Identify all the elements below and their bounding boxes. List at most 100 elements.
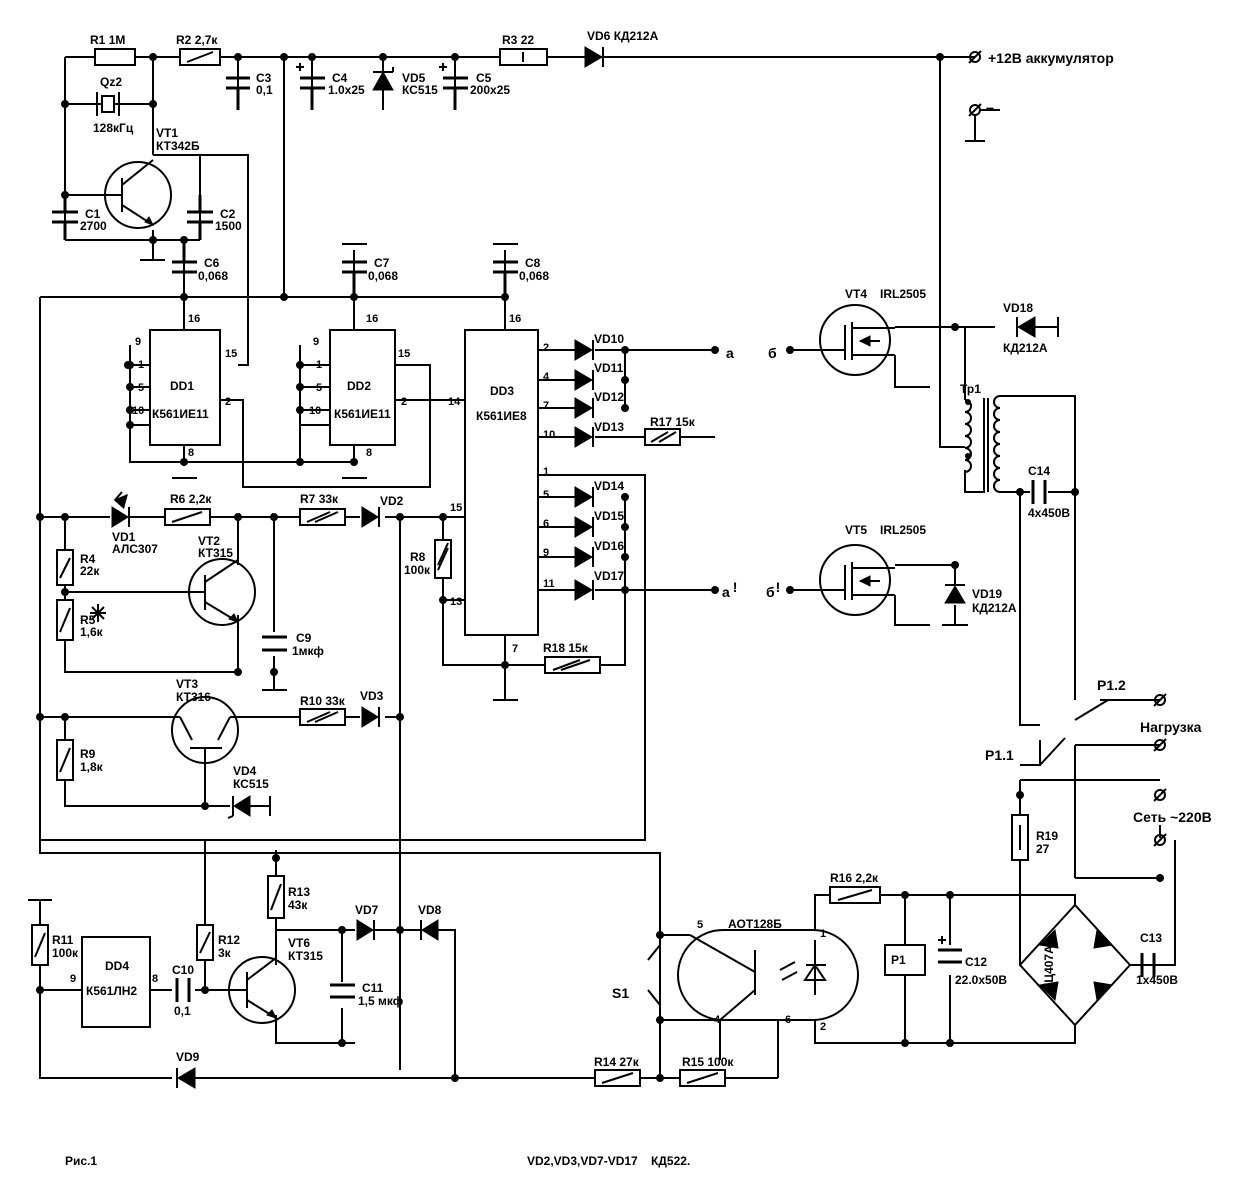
aot-pin4: 4	[714, 1014, 721, 1026]
out-b-label: б	[768, 345, 777, 361]
c12-ref: C12	[965, 955, 987, 969]
c4-value: 1.0x25	[328, 83, 365, 97]
out-a-label: а	[726, 345, 734, 361]
mosfet-vt5	[819, 544, 895, 616]
r1-ref: R1	[90, 33, 106, 47]
r16-ref: R16	[830, 871, 852, 885]
c13-ref: C13	[1140, 931, 1162, 945]
tr1-ref: Тр1	[960, 382, 981, 396]
c13-value: 1x450В	[1136, 973, 1178, 987]
svg-text:R2 2,7к: R2 2,7к	[176, 33, 218, 47]
diode-vd1	[111, 506, 130, 528]
dd3-pin7b: 7	[512, 643, 518, 655]
vd9-ref: VD9	[176, 1050, 200, 1064]
kd407-ref: КЦ407А	[1042, 945, 1056, 990]
r6-value: 2,2к	[189, 492, 213, 506]
vd15-ref: VD15	[594, 509, 624, 523]
c3-ref: C3	[256, 71, 272, 85]
c14-value: 4x450В	[1028, 506, 1070, 520]
transistors	[104, 159, 895, 1024]
ic-dd3	[464, 329, 539, 636]
resistor-r8	[434, 539, 452, 579]
capacitor-c11	[330, 983, 355, 999]
switch-s1	[647, 944, 661, 1008]
c5-ref: C5	[476, 71, 492, 85]
capacitor-c9	[262, 635, 287, 652]
capacitor-c3	[226, 76, 250, 110]
capacitor-c1	[52, 195, 78, 240]
svg-text:R1 1М: R1 1М	[90, 33, 125, 47]
dd3-pin16: 16	[509, 313, 521, 325]
battery-minus-label: –	[986, 99, 994, 115]
junctions	[36, 53, 1164, 1082]
c4-ref: C4	[332, 71, 348, 85]
mains-label: Сеть ~220В	[1133, 809, 1212, 825]
resistor-r3	[499, 48, 548, 66]
vt2-ref: VT2	[198, 534, 220, 548]
aot-pin5: 5	[697, 919, 703, 931]
dd1-pin5: 5	[138, 382, 144, 394]
r10-value: 33к	[325, 694, 345, 708]
qz2-value: 128кГц	[93, 121, 134, 135]
dd3-pin7: 7	[543, 400, 549, 412]
diode-vd4	[227, 795, 251, 819]
r13-value: 43к	[288, 898, 308, 912]
r3-value: 22	[521, 33, 535, 47]
vt1-ref: VT1	[156, 126, 178, 140]
diode-vd2	[361, 506, 380, 528]
c5-value: 200x25	[470, 83, 510, 97]
out-b2-label: б	[766, 584, 775, 600]
vd11-ref: VD11	[594, 361, 624, 375]
dd4-pin9: 9	[70, 973, 76, 985]
vd13-ref: VD13	[594, 420, 624, 434]
dd3-pin1: 1	[543, 466, 549, 478]
diode-vd14	[574, 486, 594, 508]
vd4-ref: VD4	[233, 764, 257, 778]
svg-text:R3 22: R3 22	[502, 33, 534, 47]
svg-text:R7 33к: R7 33к	[300, 492, 339, 506]
vd16-ref: VD16	[594, 539, 624, 553]
dd2-pin16: 16	[366, 313, 378, 325]
capacitor-c12	[938, 948, 962, 964]
dd2-pin15: 15	[398, 348, 410, 360]
diode-vd6	[584, 46, 604, 68]
r7-value: 33к	[319, 492, 339, 506]
vd12-ref: VD12	[594, 390, 624, 404]
diode-vd13	[574, 426, 594, 448]
vt3-ref: VT3	[176, 677, 198, 691]
dd4-ref: DD4	[105, 959, 129, 973]
r17-ref: R17	[650, 415, 672, 429]
r10-ref: R10	[300, 694, 322, 708]
resistor-r19	[1011, 814, 1029, 861]
r17-value: 15к	[675, 415, 695, 429]
transistor-vt1	[104, 159, 172, 229]
vt6-ref: VT6	[288, 936, 310, 950]
dd2-pin8: 8	[366, 447, 372, 459]
c1-value: 2700	[80, 219, 107, 233]
dd1-pin8: 8	[188, 447, 194, 459]
r5-ref: R5	[80, 613, 96, 627]
dd3-pin5: 5	[543, 489, 549, 501]
vt6-value: КТ315	[288, 949, 323, 963]
c8-ref: C8	[525, 256, 541, 270]
capacitor-c14	[1031, 480, 1047, 504]
bridge-kd407	[1018, 903, 1132, 1027]
dd3-pin2: 2	[543, 342, 549, 354]
p1-ref: Р1	[891, 953, 906, 967]
integrated-circuits	[81, 329, 539, 1028]
potentiometer-mark	[90, 604, 106, 622]
vd17-ref: VD17	[594, 569, 624, 583]
vd6-value: КД212А	[614, 29, 659, 43]
crystal-qz2	[96, 92, 120, 116]
resistor-r13	[267, 875, 285, 919]
resistor-r16	[829, 886, 881, 904]
resistor-r1	[65, 48, 153, 66]
c9-value: 1мкф	[292, 644, 324, 658]
resistor-r4	[56, 549, 74, 586]
resistors	[31, 48, 1029, 1087]
c6-ref: C6	[204, 256, 220, 270]
r11-ref: R11	[52, 933, 74, 947]
dd3-ref: DD3	[490, 384, 514, 398]
c1-ref: C1	[85, 207, 101, 221]
diode-vd17	[574, 579, 594, 601]
